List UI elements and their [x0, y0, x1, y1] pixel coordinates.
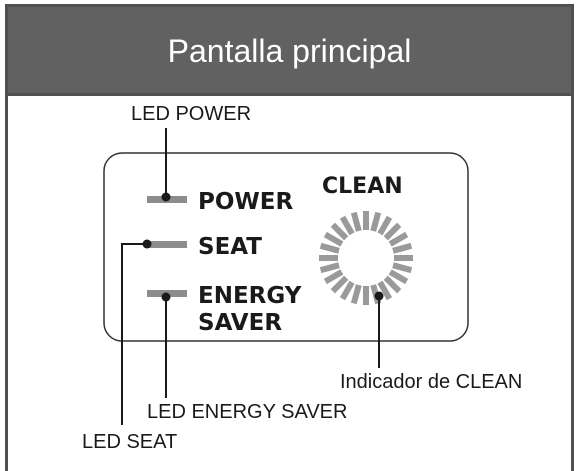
- clean-ring-segment: [323, 269, 344, 285]
- callout-indicador-clean: Indicador de CLEAN: [340, 371, 522, 393]
- clean-ring-segment: [319, 242, 340, 254]
- clean-ring-segment: [339, 280, 355, 301]
- led-power-dot: [161, 192, 171, 202]
- clean-indicator-dot: [374, 291, 384, 301]
- callout-led-seat: LED SEAT: [82, 431, 177, 453]
- callout-led-energy-saver: LED ENERGY SAVER: [147, 401, 347, 423]
- clean-ring-segment: [330, 222, 349, 241]
- page-title: Pantalla principal: [167, 32, 412, 69]
- clean-label: CLEAN: [322, 174, 403, 199]
- clean-ring-segment: [319, 262, 340, 274]
- clean-indicator-ring: [319, 211, 413, 305]
- clean-ring-segment: [388, 231, 409, 247]
- callout-led-power: LED POWER: [131, 103, 251, 125]
- clean-ring-segment: [377, 280, 393, 301]
- power-label: POWER: [198, 189, 293, 215]
- led-seat-dot: [142, 239, 152, 249]
- clean-ring-segment: [350, 211, 362, 232]
- clean-ring-segment: [383, 275, 402, 294]
- seat-led: [147, 241, 187, 248]
- clean-ring-segment: [323, 231, 344, 247]
- clean-ring-segment: [377, 215, 393, 236]
- energy-label-line2: SAVER: [198, 310, 282, 336]
- header-bar: Pantalla principal: [8, 7, 571, 96]
- clean-ring-segment: [388, 269, 409, 285]
- clean-ring-segment: [392, 242, 413, 254]
- seat-label: SEAT: [198, 234, 262, 260]
- clean-ring-segment: [339, 215, 355, 236]
- figure-frame: Pantalla principal: [5, 4, 574, 471]
- led-seat-leader: [121, 243, 147, 425]
- energy-label-line1: ENERGY: [198, 283, 302, 309]
- clean-ring-segment: [330, 275, 349, 294]
- clean-ring-segment: [392, 262, 413, 274]
- clean-ring-segment: [383, 222, 402, 241]
- clean-ring-segment: [350, 284, 362, 305]
- clean-ring-segment: [370, 211, 382, 232]
- led-energy-saver-dot: [161, 292, 171, 302]
